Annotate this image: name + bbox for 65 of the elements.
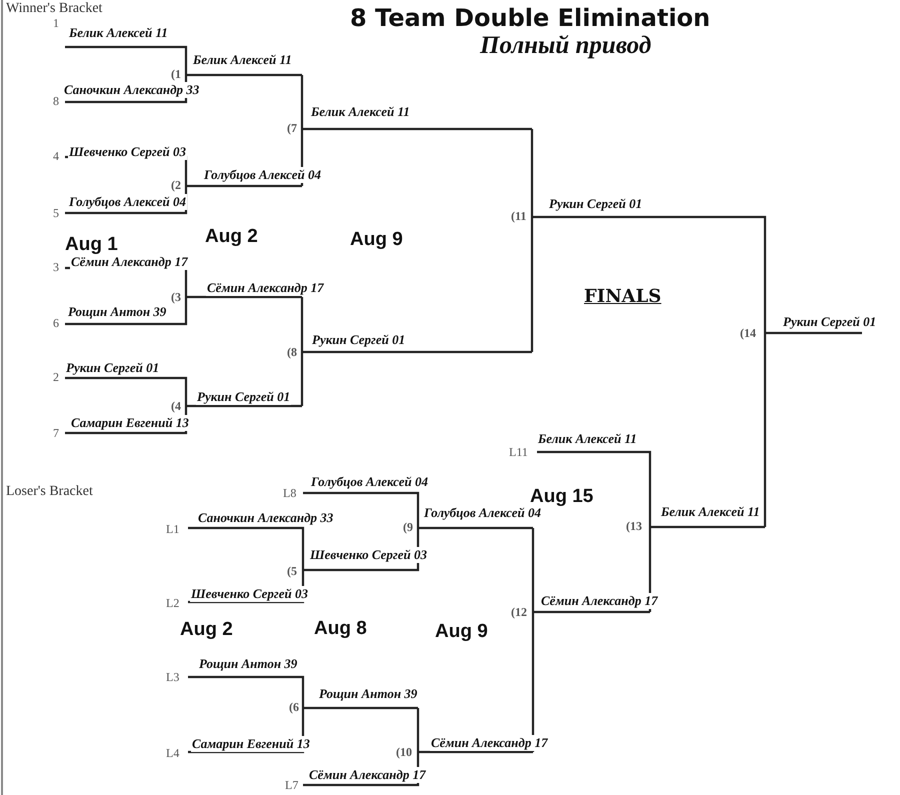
date-label: Aug 8 [314, 618, 367, 640]
seed-number: L3 [166, 670, 180, 685]
player-name: Саночкин Александр 33 [63, 82, 200, 98]
player-name: Сёмин Александр 17 [70, 254, 189, 270]
seed-number: L2 [166, 596, 180, 611]
match-number: (11 [511, 209, 526, 224]
seed-number: L7 [285, 778, 298, 793]
match-number: (14 [740, 326, 756, 341]
date-label: Aug 9 [435, 621, 488, 643]
player-name: Голубцов Алексей 04 [68, 194, 187, 210]
player-name: Голубцов Алексей 04 [423, 505, 542, 521]
player-name: Рощин Антон 39 [198, 656, 298, 672]
match-number: (3 [171, 290, 181, 305]
seed-number: L8 [283, 486, 296, 501]
player-name: Шевченко Сергей 03 [190, 586, 309, 602]
match-number: (10 [396, 745, 412, 760]
player-name: Рощин Антон 39 [318, 686, 418, 702]
match-number: (9 [403, 520, 413, 535]
player-name: Рощин Антон 39 [67, 304, 168, 320]
seed-number: L1 [166, 522, 180, 537]
title: 8 Team Double Elimination [350, 4, 710, 32]
match-number: (2 [171, 178, 181, 193]
seed-number: 8 [53, 94, 59, 109]
seed-number: L4 [166, 746, 180, 761]
seed-number: 4 [53, 149, 59, 164]
player-name: Сёмин Александр 17 [540, 593, 659, 609]
match-number: (1 [171, 67, 181, 82]
seed-number: 2 [53, 370, 59, 385]
seed-number: 3 [53, 260, 59, 275]
player-name: Голубцов Алексей 04 [203, 167, 322, 183]
match-number: (6 [289, 700, 299, 715]
finals-heading: FINALS [584, 286, 662, 307]
player-name: Самарин Евгений 13 [191, 736, 311, 752]
seed-number: 7 [53, 426, 59, 441]
date-label: Aug 2 [205, 226, 258, 248]
seed-number: 1 [53, 16, 59, 31]
player-name: Сёмин Александр 17 [308, 767, 427, 783]
player-name: Сёмин Александр 17 [430, 735, 549, 751]
date-label: Aug 15 [530, 486, 594, 508]
date-label: Aug 1 [65, 234, 118, 256]
match-number: (4 [171, 399, 181, 414]
match-number: (13 [626, 519, 642, 534]
player-name: Сёмин Александр 17 [206, 280, 325, 296]
player-name: Саночкин Александр 33 [197, 510, 334, 526]
player-name: Голубцов Алексей 04 [310, 474, 429, 490]
match-number: (8 [287, 345, 297, 360]
match-number: (5 [287, 564, 297, 579]
player-name: Рукин Сергей 01 [782, 314, 878, 330]
player-name: Рукин Сергей 01 [196, 389, 292, 405]
player-name: Рукин Сергей 01 [548, 196, 644, 212]
player-name: Шевченко Сергей 03 [68, 144, 187, 160]
match-number: (12 [511, 605, 527, 620]
seed-number: 5 [53, 206, 59, 221]
seed-number: L11 [509, 445, 528, 460]
subtitle: Полный привод [480, 32, 652, 60]
player-name: Шевченко Сергей 03 [309, 547, 428, 563]
date-label: Aug 2 [180, 619, 233, 641]
match-number: (7 [287, 121, 297, 136]
date-label: Aug 9 [350, 229, 403, 251]
player-name: Рукин Сергей 01 [65, 360, 160, 376]
player-name: Рукин Сергей 01 [311, 332, 406, 348]
player-name: Самарин Евгений 13 [70, 415, 190, 431]
section-heading: Winner's Bracket [6, 1, 102, 17]
seed-number: 6 [53, 316, 59, 331]
section-heading: Loser's Bracket [6, 484, 93, 500]
